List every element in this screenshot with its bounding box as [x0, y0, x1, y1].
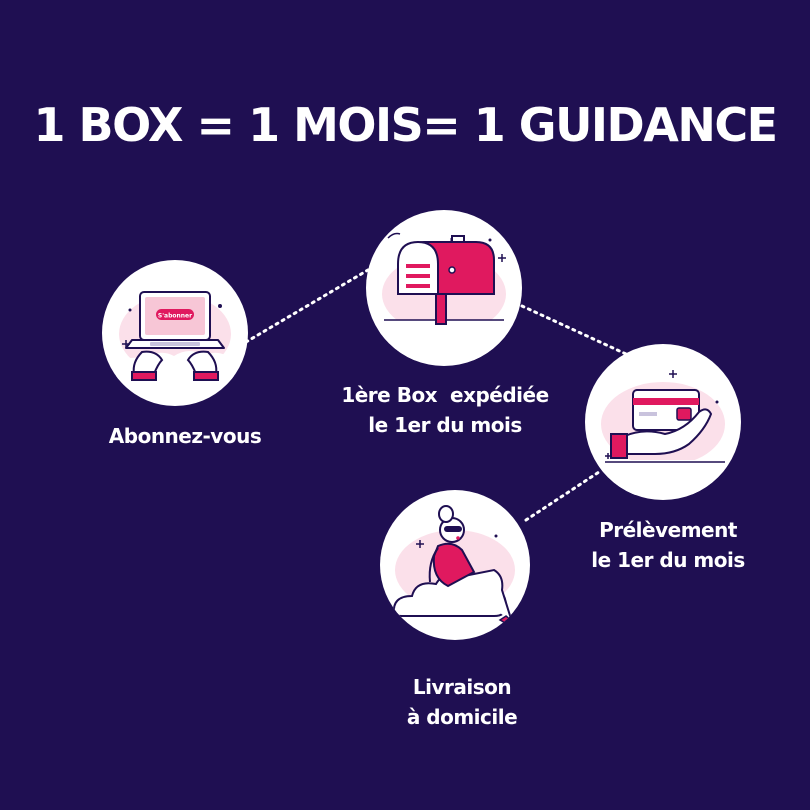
- subscribe-button-text: S'abonner: [158, 313, 192, 320]
- step-subscribe-label: Abonnez-vous: [75, 421, 295, 451]
- step-payment-line-1: Prélèvement: [599, 518, 737, 542]
- step-delivery-circle: [380, 490, 530, 640]
- step-payment-label: Prélèvement le 1er du mois: [570, 515, 766, 575]
- step-delivery-line-1: Livraison: [412, 675, 512, 699]
- page-title: 1 BOX = 1 MOIS= 1 GUIDANCE: [33, 98, 779, 152]
- mailbox-icon: [380, 232, 508, 360]
- credit-card-hand-icon: [599, 370, 727, 494]
- step-shipped-line-1: 1ère Box expédiée: [341, 383, 549, 407]
- step-shipped-label: 1ère Box expédiée le 1er du mois: [325, 380, 565, 440]
- step-shipped-circle: [366, 210, 522, 366]
- step-delivery-label: Livraison à domicile: [362, 672, 562, 732]
- woman-on-cloud-icon: [392, 505, 520, 629]
- laptop-icon: S'abonner: [116, 291, 234, 381]
- step-shipped-line-2: le 1er du mois: [368, 413, 522, 437]
- step-subscribe-circle: S'abonner: [102, 260, 248, 406]
- step-payment-circle: [585, 344, 741, 500]
- step-subscribe-line: Abonnez-vous: [108, 424, 262, 448]
- step-delivery-line-2: à domicile: [406, 705, 518, 729]
- step-payment-line-2: le 1er du mois: [591, 548, 745, 572]
